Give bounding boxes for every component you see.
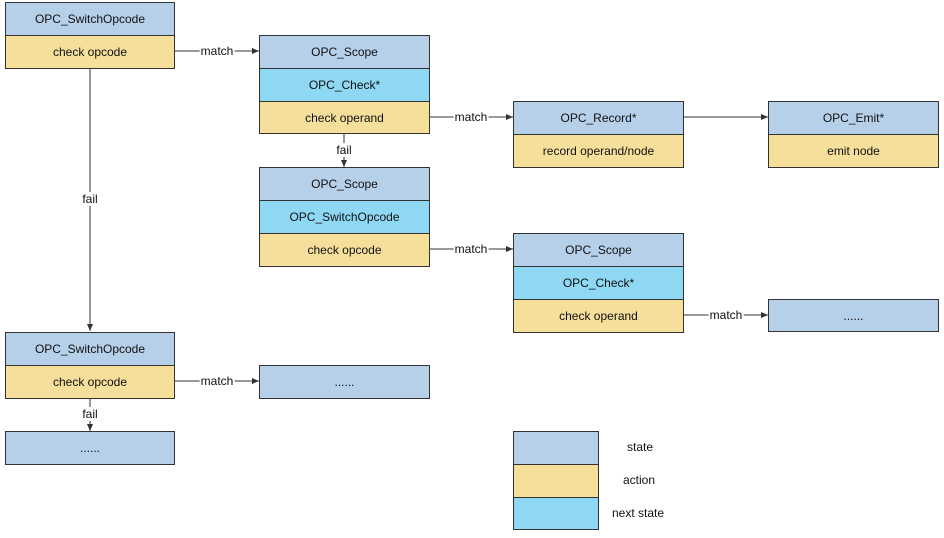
edge-label-n1-n2: match	[199, 44, 235, 58]
legend-swatch-state	[513, 431, 599, 465]
node-n4-state: OPC_Emit*	[768, 101, 939, 135]
node-n5-action: check opcode	[259, 233, 430, 267]
node-n2-action: check operand	[259, 101, 430, 134]
node-n7-state: ......	[768, 299, 939, 332]
node-n6-next-state: OPC_Check*	[513, 266, 684, 300]
node-n1-state: OPC_SwitchOpcode	[5, 2, 175, 36]
legend-swatch-next-state	[513, 497, 599, 530]
edge-label-n8-n9: match	[199, 374, 235, 388]
node-n8-action: check opcode	[5, 365, 175, 399]
legend-swatch-action	[513, 464, 599, 498]
legend-label-state: state	[627, 440, 654, 454]
node-n8-state: OPC_SwitchOpcode	[5, 332, 175, 366]
legend-label-next-state: next state	[612, 506, 665, 520]
edge-label-n5-n6: match	[453, 242, 489, 256]
node-n10-state: ......	[5, 431, 175, 465]
node-n3-state: OPC_Record*	[513, 101, 684, 135]
node-n3-action: record operand/node	[513, 134, 684, 168]
node-n1-action: check opcode	[5, 35, 175, 69]
node-n4-action: emit node	[768, 134, 939, 168]
edge-label-n2-n3: match	[453, 110, 489, 124]
node-n2-next-state: OPC_Check*	[259, 68, 430, 102]
node-n5-next-state: OPC_SwitchOpcode	[259, 200, 430, 234]
legend-label-action: action	[623, 473, 656, 487]
node-n9-state: ......	[259, 365, 430, 399]
edge-label-n1-n8: fail	[81, 192, 99, 206]
node-n6-action: check operand	[513, 299, 684, 333]
node-n2-state: OPC_Scope	[259, 35, 430, 69]
edge-label-n8-n10: fail	[81, 407, 99, 421]
node-n5-state: OPC_Scope	[259, 167, 430, 201]
node-n6-state: OPC_Scope	[513, 233, 684, 267]
edge-label-n2-n5: fail	[335, 143, 353, 157]
edge-label-n6-n7: match	[708, 308, 744, 322]
